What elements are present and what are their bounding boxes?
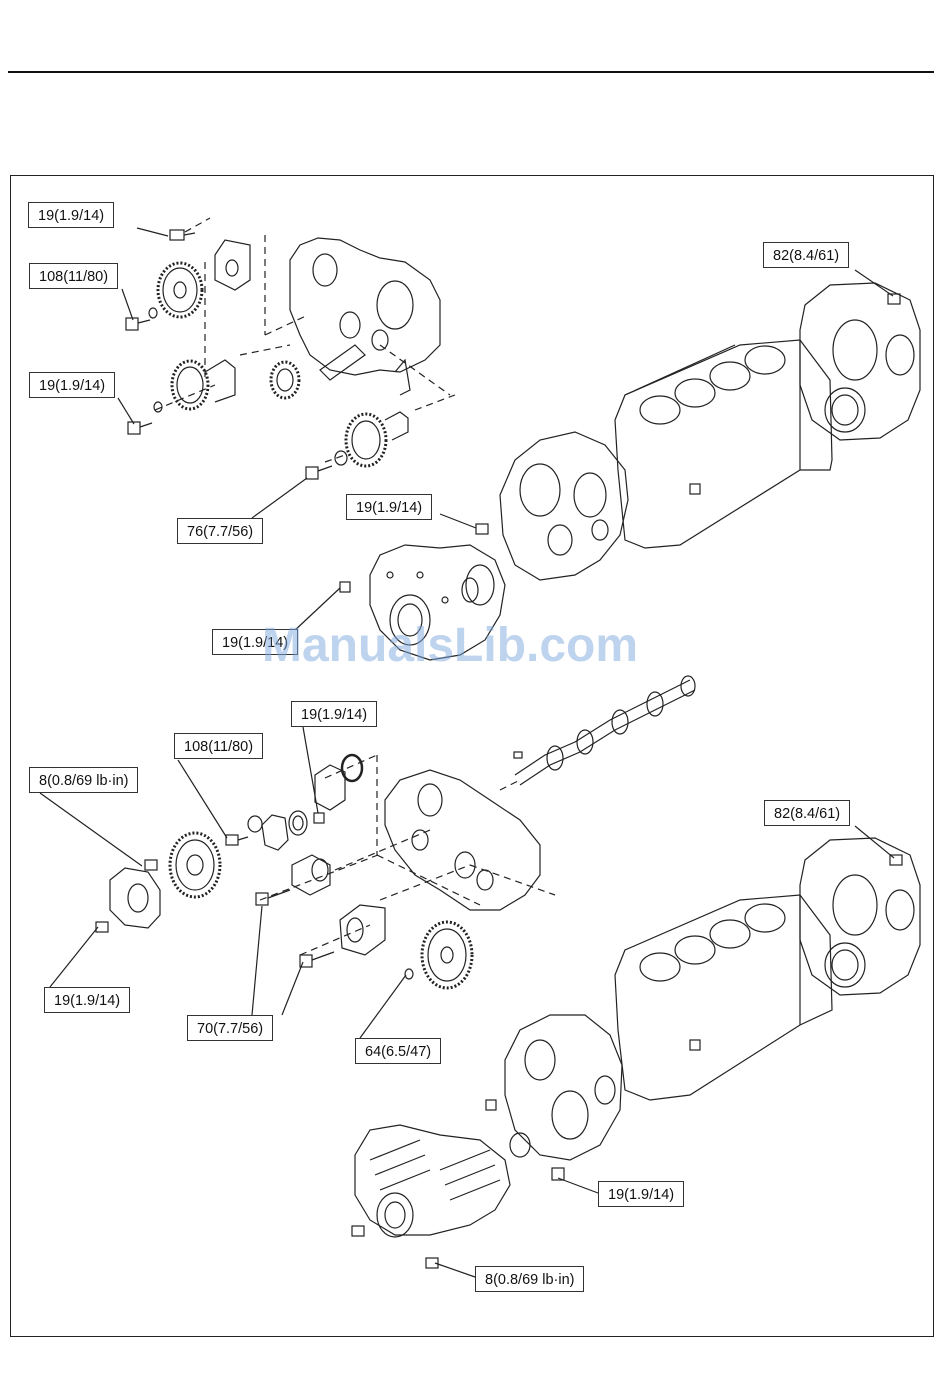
bolt-icon <box>690 484 700 494</box>
leader-line <box>118 398 134 424</box>
gear-icon <box>172 360 235 409</box>
torque-label: 108(11/80) <box>29 263 118 289</box>
gear-icon <box>271 362 299 398</box>
torque-label: 82(8.4/61) <box>763 242 849 268</box>
bolt-icon <box>128 422 152 434</box>
bolt-icon <box>256 890 290 905</box>
leader-line <box>122 289 133 320</box>
torque-label: 64(6.5/47) <box>355 1038 441 1064</box>
bolt-icon <box>352 1226 364 1236</box>
leader-line <box>855 826 894 858</box>
gear-icon <box>170 833 220 897</box>
leader-line <box>303 727 318 813</box>
bolt-icon <box>888 294 900 304</box>
bolt-icon <box>126 318 150 330</box>
leader-line <box>282 962 303 1015</box>
torque-label: 108(11/80) <box>174 733 263 759</box>
torque-label: 19(1.9/14) <box>44 987 130 1013</box>
leader-line <box>40 793 142 866</box>
torque-label: 70(7.7/56) <box>187 1015 273 1041</box>
bolt-icon <box>226 835 248 845</box>
leader-line <box>252 478 307 518</box>
leader-line <box>50 927 98 987</box>
torque-label: 8(0.8/69 lb·in) <box>29 767 138 793</box>
torque-label: 82(8.4/61) <box>764 800 850 826</box>
bolt-icon <box>486 1100 496 1110</box>
leader-line <box>178 760 227 838</box>
torque-label: 8(0.8/69 lb·in) <box>475 1266 584 1292</box>
torque-label: 19(1.9/14) <box>29 372 115 398</box>
bolt-icon <box>306 466 332 479</box>
leader-line <box>252 906 262 1015</box>
bolt-icon <box>340 582 350 592</box>
bolt-icon <box>314 813 324 823</box>
front-cover <box>355 1125 510 1235</box>
torque-label: 19(1.9/14) <box>346 494 432 520</box>
bolt-icon <box>145 860 157 870</box>
bolt-icon <box>476 524 488 534</box>
leader-line <box>440 514 476 528</box>
torque-label: 76(7.7/56) <box>177 518 263 544</box>
gear-icon <box>422 922 472 988</box>
camshaft <box>515 680 690 775</box>
rear-plate <box>800 283 920 440</box>
torque-label: 19(1.9/14) <box>598 1181 684 1207</box>
leader-line <box>137 228 168 236</box>
bolt-icon <box>690 1040 700 1050</box>
leader-line <box>435 1263 475 1277</box>
front-plate <box>500 432 628 580</box>
cover-plate <box>110 868 160 928</box>
gear-icon <box>346 412 408 466</box>
torque-label: 19(1.9/14) <box>28 202 114 228</box>
watermark: ManualsLib.com <box>262 618 638 673</box>
gear-icon <box>158 263 202 317</box>
torque-label: 19(1.9/14) <box>291 701 377 727</box>
bolt-icon <box>300 952 334 967</box>
leader-line <box>360 975 406 1038</box>
front-plate <box>505 1015 622 1160</box>
bolt-icon <box>170 230 195 240</box>
